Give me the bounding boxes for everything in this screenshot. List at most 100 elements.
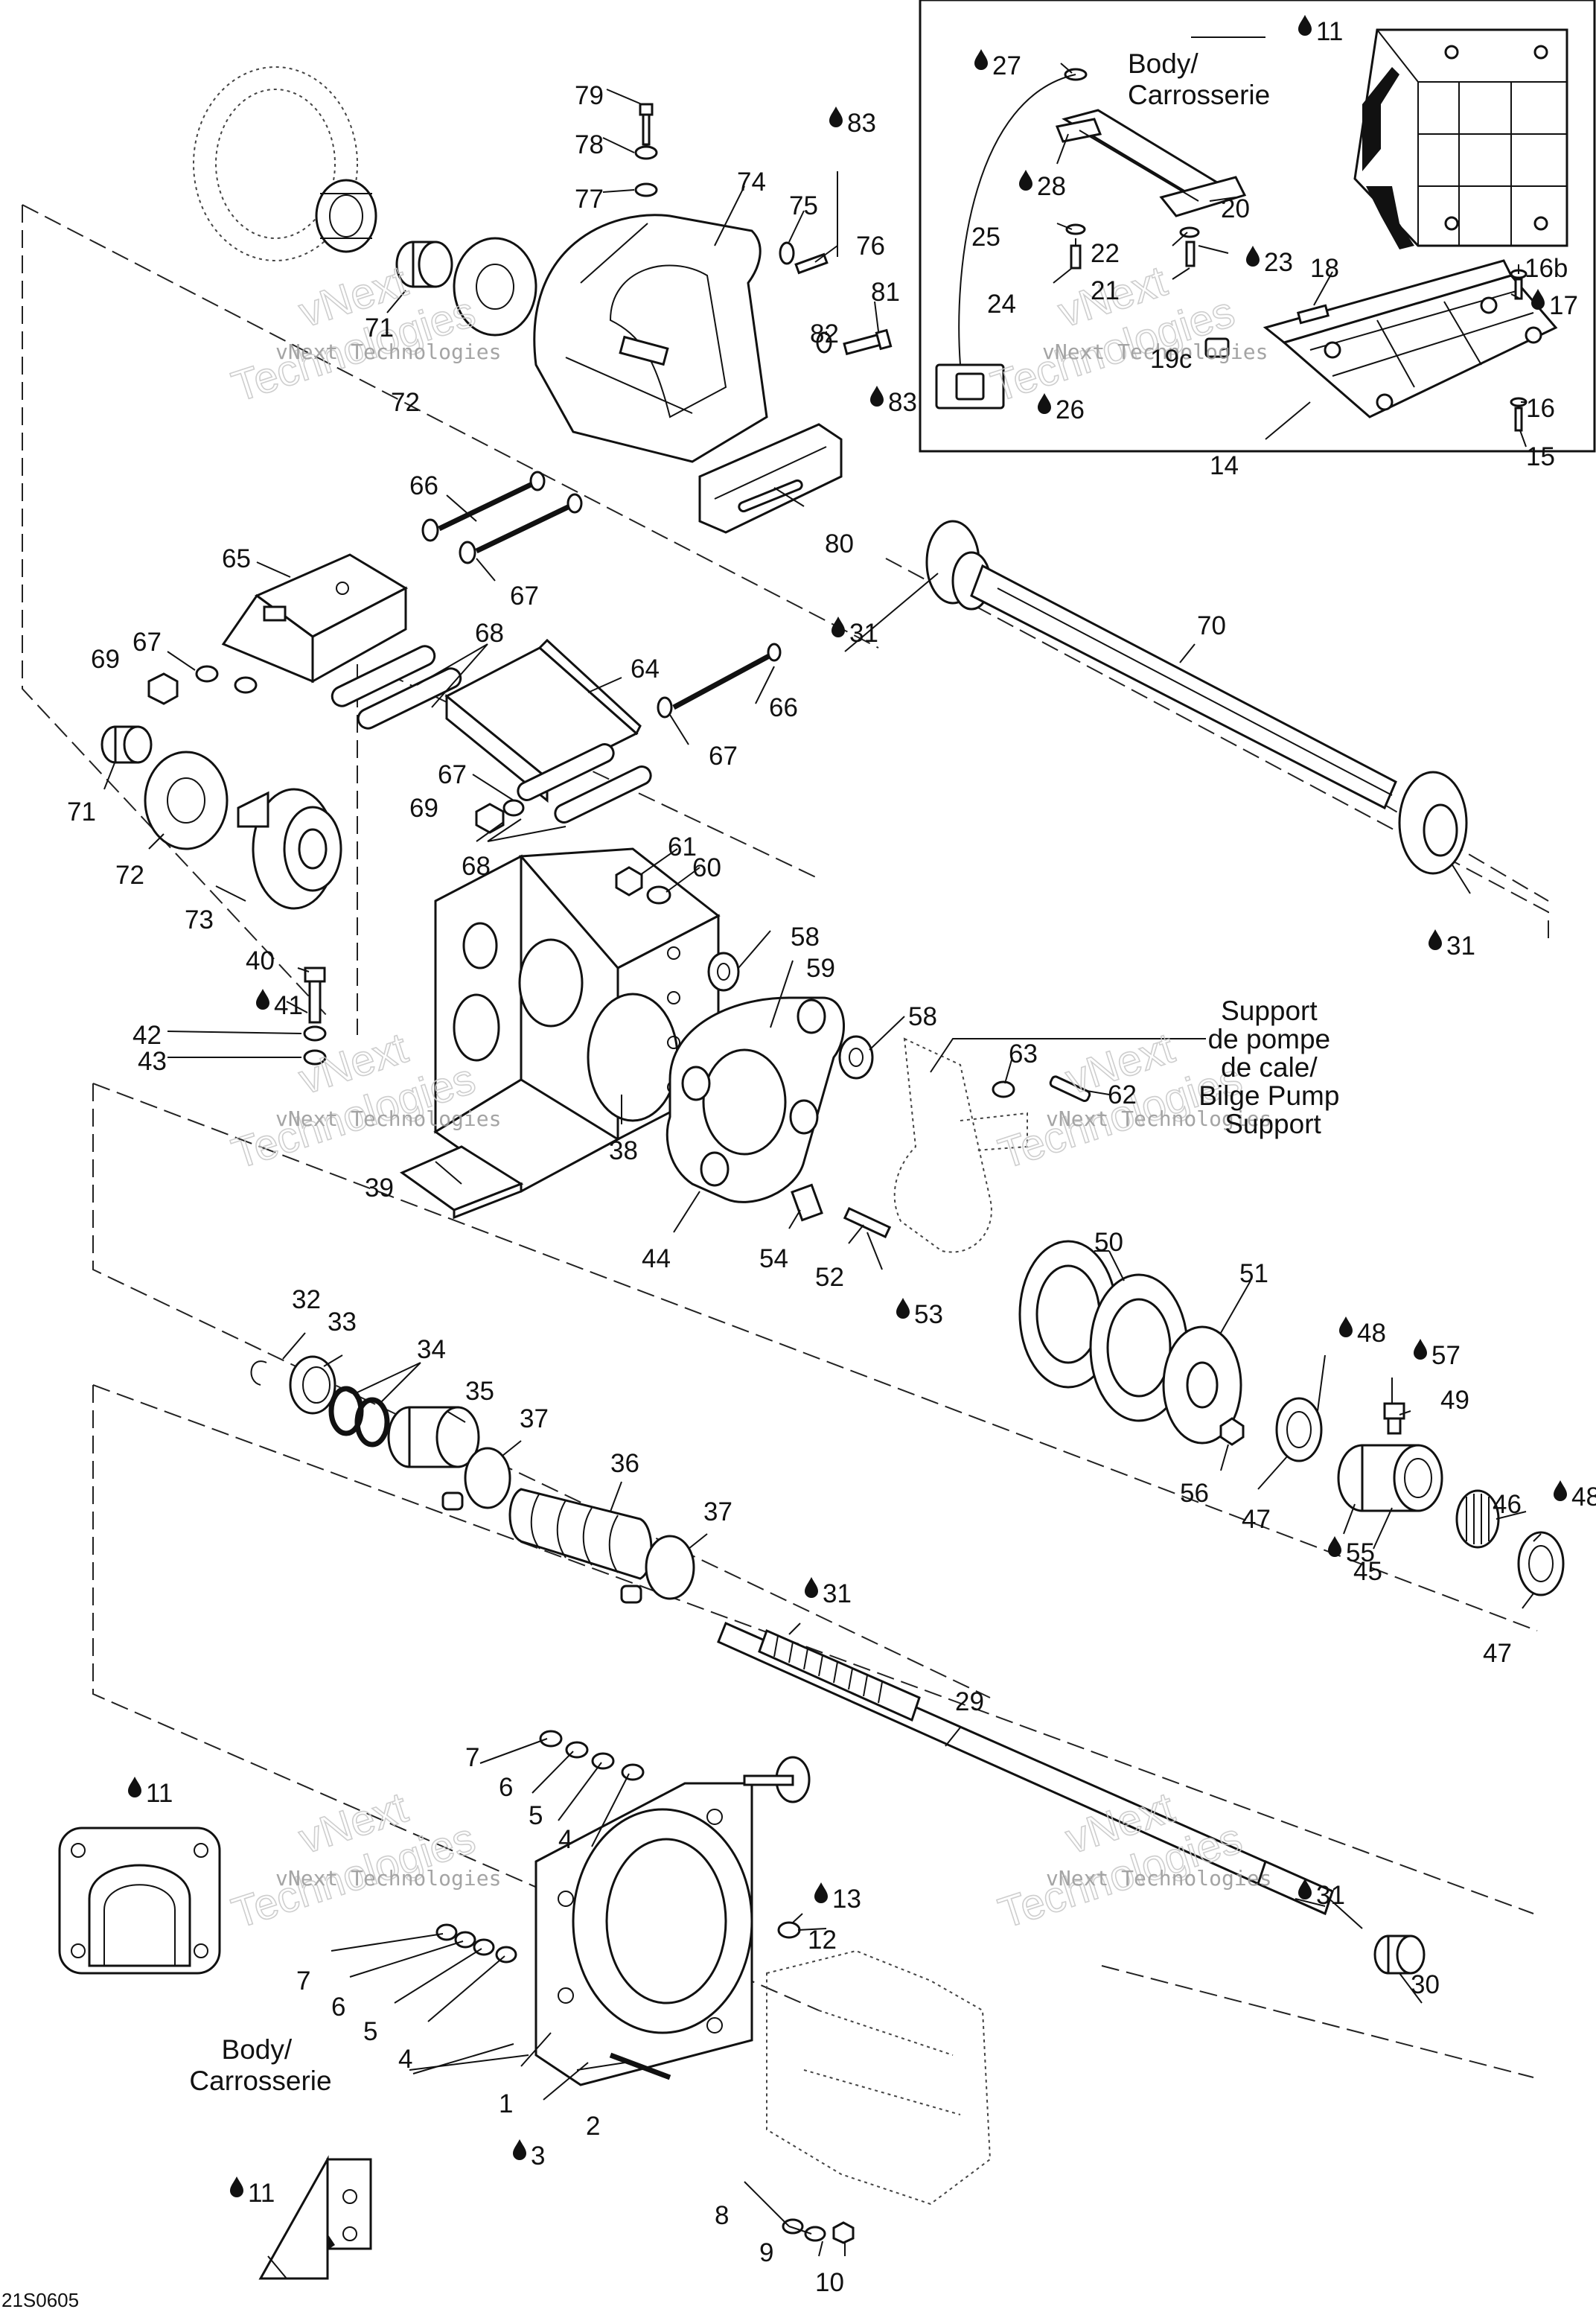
jet-pump-ghost [766,1949,992,2206]
lubricant-drop-icon [1328,1536,1341,1557]
callout-17: 17 [1549,291,1578,320]
part-72-coupler-left [144,751,229,850]
callout-26: 26 [1056,395,1085,424]
callout-56: 56 [1180,1479,1209,1508]
part-33-seal [289,1355,336,1415]
callout-61: 61 [668,832,697,862]
lubricant-drop-icon [128,1777,141,1797]
bilge-support-leader [930,1038,1206,1073]
callout-11a: 11 [146,1779,173,1808]
callout-20: 20 [1221,194,1250,223]
callout-67d: 67 [438,760,467,789]
callout-48a: 48 [1357,1319,1386,1348]
callout-38: 38 [609,1136,638,1165]
part-4-7-hardware-upper [539,1730,645,1781]
part-64-bracket [444,638,642,803]
callout-11b: 11 [248,2179,275,2208]
callout-67a: 67 [510,582,539,611]
inset-plate-14 [1204,259,1558,432]
part-37-clamp-b [620,1535,695,1604]
leader-lines [103,36,1542,2279]
callout-73: 73 [185,905,214,934]
callout-60: 60 [692,853,721,882]
lubricant-drop-icon [805,1577,818,1598]
callout-78: 78 [575,130,604,159]
part-66-bolt-top [421,471,583,564]
lubricant-drop-icon [230,2176,243,2197]
lubricant-drop-icon [1429,929,1442,950]
callout-72b: 72 [115,861,144,890]
callout-67b: 67 [133,628,162,657]
part-62-63-bolt [992,1075,1091,1103]
callout-40: 40 [246,946,275,975]
callout-67c: 67 [709,742,738,771]
callout-29: 29 [955,1687,984,1716]
lubricant-drop-icon [513,2139,526,2160]
part-36-boot [508,1488,653,1580]
svg-text:vNext Technologies: vNext Technologies [1046,1106,1271,1131]
callout-7a: 7 [465,1743,479,1772]
part-2-stud [609,2052,671,2080]
callout-27: 27 [992,51,1021,80]
callout-53: 53 [914,1300,943,1329]
inset-plate-11 [1353,28,1568,249]
lubricant-drop-icon [1246,246,1260,267]
callout-58a: 58 [791,923,820,952]
part-47-48-seal-lower [1517,1531,1565,1596]
callout-24: 24 [987,290,1016,319]
part-71-bearing-left [100,725,153,764]
part-81-82-bolt [816,328,893,356]
callout-10: 10 [815,2268,844,2297]
callout-80: 80 [825,529,854,558]
part-37-clamp-a [441,1447,511,1511]
part-67-69-nut-washer-mid [475,799,525,834]
callout-4a: 4 [558,1825,572,1854]
callout-8: 8 [715,2201,729,2230]
callout-79: 79 [575,81,604,110]
callout-45: 45 [1353,1557,1382,1586]
callout-37a: 37 [520,1404,549,1433]
part-56-nut [1219,1417,1245,1446]
callout-25: 25 [971,223,1000,252]
callout-47b: 47 [1483,1639,1512,1668]
part-29-shaft [717,1621,1426,1975]
svg-text:vNext Technologies: vNext Technologies [275,340,501,364]
callout-82: 82 [810,319,839,348]
callout-28: 28 [1037,172,1066,201]
part-34-orings [328,1386,390,1448]
part-54-52-stud [791,1183,892,1239]
lubricant-drop-icon [974,49,988,70]
part-45-sleeve [1337,1444,1443,1512]
callout-33: 33 [328,1308,357,1337]
callout-31a: 31 [849,619,878,648]
callout-81: 81 [871,278,900,307]
callout-18: 18 [1310,254,1339,283]
callout-76: 76 [856,232,885,261]
lubricant-drop-icon [1554,1480,1567,1501]
note-bilge-pump-support: Support de pompe de cale/ Bilge Pump Sup… [1198,996,1347,1139]
lubricant-drop-icon [256,989,269,1010]
callout-58b: 58 [908,1002,937,1031]
callout-55: 55 [1346,1538,1375,1567]
lubricant-drop-icon [870,386,884,407]
callout-52: 52 [815,1263,844,1292]
bilge-pump-support-ghost [893,1037,1028,1253]
callout-37b: 37 [703,1497,732,1526]
callout-43: 43 [138,1047,167,1076]
svg-text:vNext Technologies: vNext Technologies [1042,340,1268,364]
callout-51: 51 [1239,1259,1268,1288]
callout-6a: 6 [499,1773,513,1802]
note-body-top: Body/ Carrosserie [1128,48,1270,110]
lubricant-drop-icon [1339,1316,1353,1337]
diagram-code: 21S0605 [1,2289,79,2311]
lubricant-drop-icon [1298,15,1312,36]
callout-16: 16 [1526,394,1555,423]
callout-13: 13 [832,1885,861,1914]
part-40-41-42-43-bolt [303,966,327,1066]
part-60-61-nut-washer [615,866,671,905]
part-70-driveshaft [925,520,1468,875]
lubricant-drop-icon [814,1882,828,1903]
lubricant-drop-icon [1531,289,1545,310]
callout-50: 50 [1094,1228,1123,1257]
callout-1: 1 [499,2089,513,2118]
